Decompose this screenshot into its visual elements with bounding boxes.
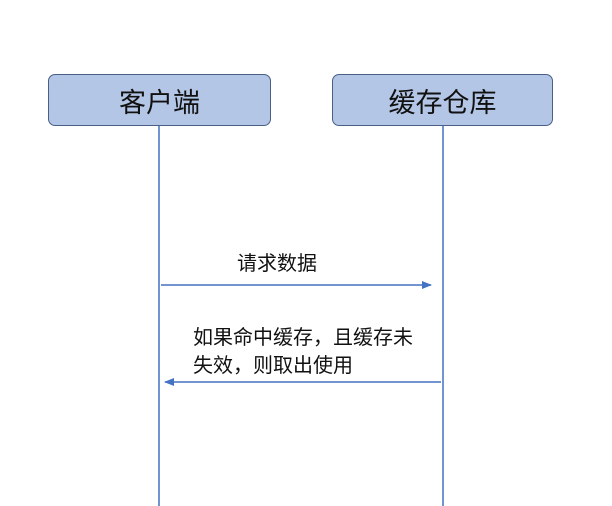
response-message-line-2: 失效，则取出使用: [193, 353, 353, 377]
response-message-line-1: 如果命中缓存，且缓存未: [193, 325, 413, 349]
cache-participant-label: 缓存仓库: [388, 87, 497, 119]
client-participant-label: 客户端: [119, 87, 200, 119]
request-message-label: 请求数据: [237, 251, 317, 275]
cache-participant-box: 缓存仓库: [332, 74, 553, 126]
response-message-label: 如果命中缓存，且缓存未 失效，则取出使用: [193, 323, 413, 379]
client-participant-box: 客户端: [48, 74, 271, 126]
